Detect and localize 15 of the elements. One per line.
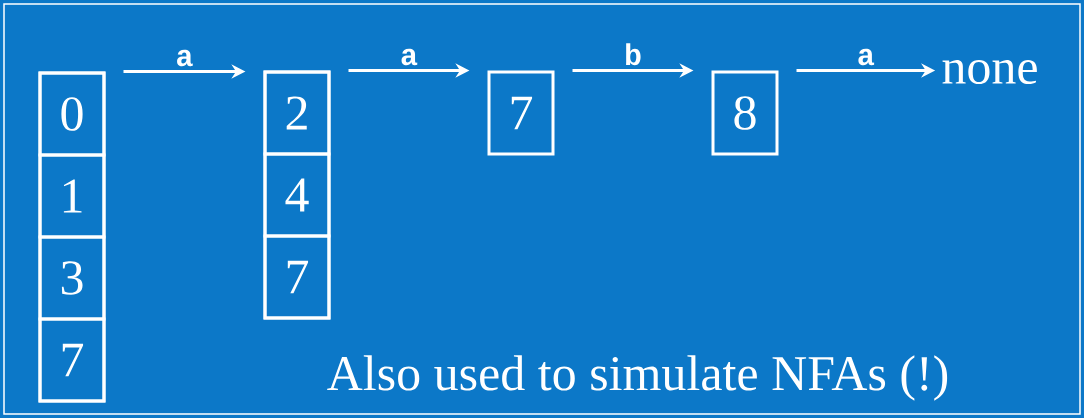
state-box: 8 <box>711 70 779 156</box>
edge-label: b <box>626 43 641 66</box>
state-cell: 2 <box>263 70 331 156</box>
edge-label: a <box>401 48 418 66</box>
state-cell: 3 <box>38 235 106 321</box>
state-cell: 4 <box>263 152 331 238</box>
state-cell: 7 <box>263 234 331 320</box>
caption-text: Also used to simulate NFAs (!) <box>327 355 948 401</box>
state-box: 7 <box>487 70 555 156</box>
state-cell: 7 <box>38 317 106 403</box>
state-cell: 1 <box>38 153 106 239</box>
edge-label: a <box>858 48 875 66</box>
state-cell: 0 <box>38 71 106 157</box>
edge-label: a <box>177 49 193 67</box>
result-text: none <box>942 60 1037 84</box>
